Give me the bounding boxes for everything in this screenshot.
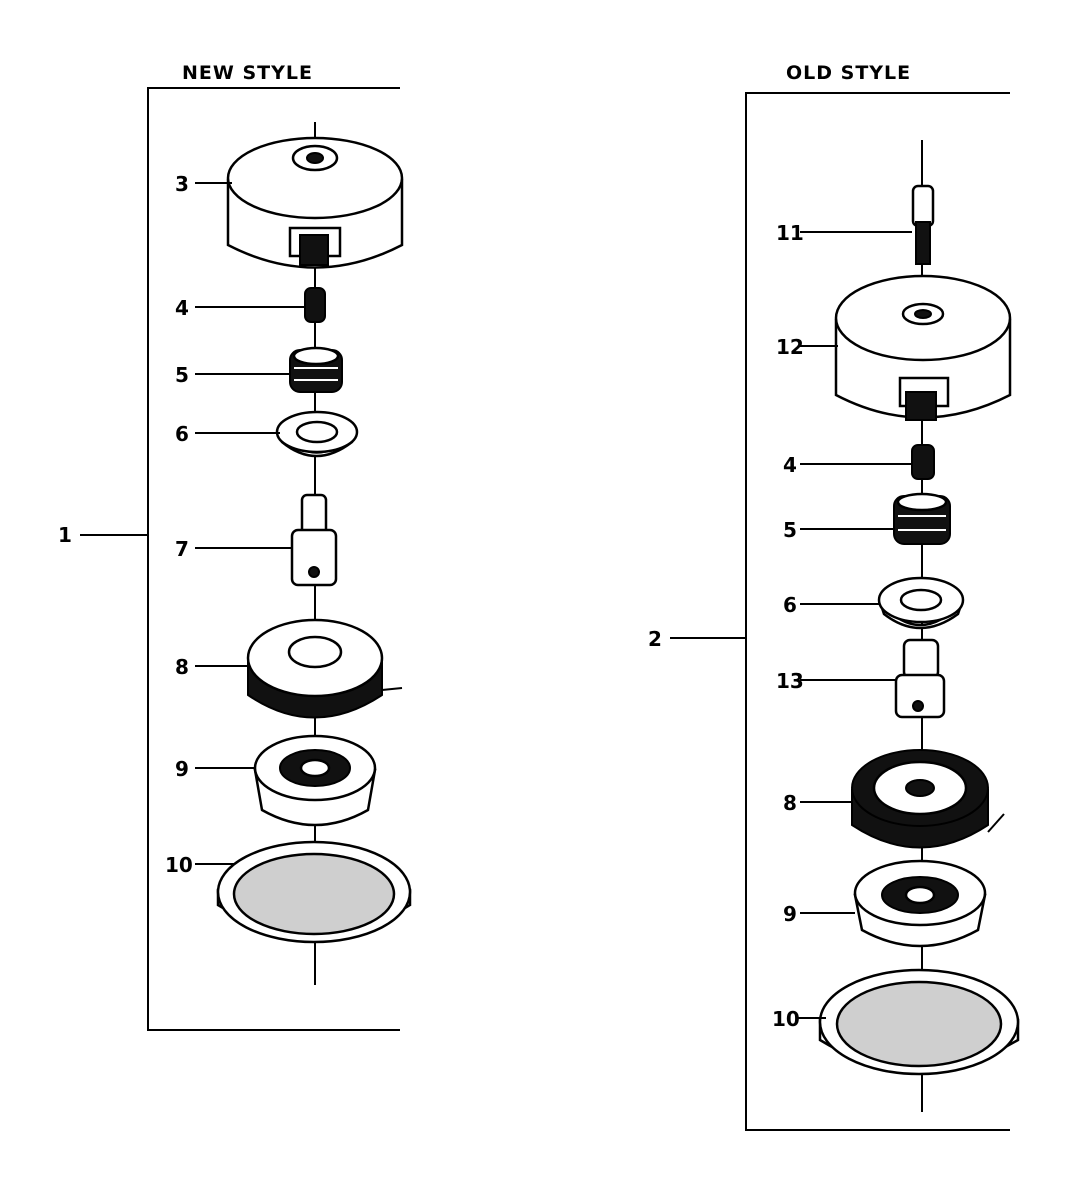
new-part-10-ring xyxy=(216,840,412,944)
old-callout-6: 6 xyxy=(783,593,797,617)
new-callout-1: 1 xyxy=(58,523,72,547)
new-part-8-spool xyxy=(246,618,403,719)
old-part-5-spring xyxy=(893,492,951,545)
old-part-9-cup xyxy=(853,859,987,948)
new-callout-10: 10 xyxy=(165,853,193,877)
old-callout-8: 8 xyxy=(783,791,797,815)
old-callout-12: 12 xyxy=(776,335,804,359)
old-style-title: OLD STYLE xyxy=(786,62,911,84)
new-part-4-bolt xyxy=(304,287,326,323)
new-callout-6: 6 xyxy=(175,422,189,446)
old-callout-5: 5 xyxy=(783,518,797,542)
new-part-5-spring xyxy=(289,346,343,393)
new-callout-8: 8 xyxy=(175,655,189,679)
old-part-11-bolt xyxy=(911,184,935,265)
old-style-panel: OLD STYLE 2 11 12 4 xyxy=(648,62,1020,1131)
new-part-7-shaft xyxy=(290,493,338,587)
new-callout-7: 7 xyxy=(175,537,189,561)
new-callout-5: 5 xyxy=(175,363,189,387)
old-callout-9: 9 xyxy=(783,902,797,926)
old-part-6-cup xyxy=(877,576,965,630)
new-part-3-housing xyxy=(226,136,404,269)
new-style-panel: NEW STYLE 1 3 4 5 xyxy=(58,62,412,1031)
old-style-bracket xyxy=(745,92,1010,1131)
old-callout-4: 4 xyxy=(783,453,797,477)
old-part-4-bolt xyxy=(911,444,935,480)
old-callout-13: 13 xyxy=(776,669,804,693)
new-callout-3: 3 xyxy=(175,172,189,196)
old-callout-10: 10 xyxy=(772,1007,800,1031)
old-callout-11: 11 xyxy=(776,221,804,245)
old-callout-2: 2 xyxy=(648,627,662,651)
old-part-10-ring xyxy=(818,968,1020,1076)
new-part-9-cup xyxy=(253,734,377,827)
old-part-12-housing xyxy=(834,274,1012,421)
new-callout-4: 4 xyxy=(175,296,189,320)
new-callout-9: 9 xyxy=(175,757,189,781)
old-part-13-shaft xyxy=(894,638,946,719)
new-style-bracket xyxy=(147,87,400,1031)
new-style-title: NEW STYLE xyxy=(182,62,313,84)
new-part-6-cup xyxy=(275,410,359,458)
old-part-8-spool xyxy=(851,749,1005,849)
